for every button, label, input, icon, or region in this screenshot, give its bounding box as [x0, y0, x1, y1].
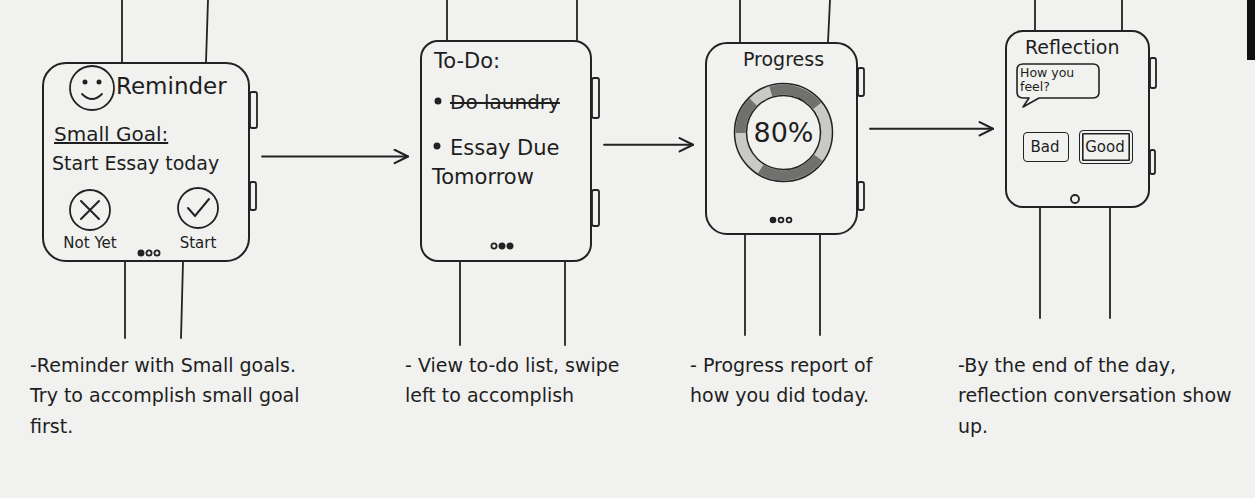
screen-title: To-Do: [434, 48, 500, 74]
goal-text: Start Essay today [52, 152, 250, 176]
todo-item: Essay Due Tomorrow [432, 134, 582, 193]
button-circle-outline [70, 190, 110, 230]
page-dot [146, 250, 151, 255]
speech-bubble: How you feel? [1015, 62, 1101, 108]
smiley-eye [97, 80, 100, 83]
side-button [1150, 150, 1155, 174]
screen-title: Reflection [1025, 36, 1120, 60]
flow-arrow [262, 156, 408, 158]
ring-progress [758, 155, 822, 181]
watch-strap [206, 0, 208, 62]
screen-title: Reminder [116, 72, 227, 101]
watch-strap [1109, 208, 1111, 318]
side-button [592, 190, 599, 226]
scan-edge [1247, 0, 1255, 60]
button-box: Good [1079, 130, 1133, 164]
list-bullet [435, 98, 440, 103]
watch-strap [1039, 208, 1041, 318]
watch-strap [564, 262, 566, 345]
button-label: Good [1080, 138, 1130, 157]
side-button [858, 182, 864, 210]
check-symbol [188, 199, 209, 216]
side-button [1150, 58, 1156, 88]
caption-note: -Reminder with Small goals. Try to accom… [30, 350, 315, 441]
watch-strap [828, 0, 830, 42]
side-button [250, 92, 257, 128]
watch-strap [1121, 0, 1123, 30]
caption-note: - View to-do list, swipe left to accompl… [405, 350, 620, 411]
watch-strap [181, 262, 183, 338]
flow-arrow [604, 144, 693, 146]
caption-note: -By the end of the day, reflection conve… [958, 350, 1243, 441]
button-outline [64, 188, 116, 234]
side-button [250, 182, 256, 210]
list-bullet [434, 143, 439, 148]
watch-strap [739, 0, 741, 42]
page-dot [138, 250, 143, 255]
button-label: Bad [1024, 138, 1066, 157]
watch-strap [124, 262, 126, 338]
goal-heading: Small Goal: [54, 122, 168, 147]
page-dot [507, 243, 512, 248]
page-dot [499, 243, 504, 248]
caption-note: - Progress report of how you did today. [690, 350, 915, 411]
todo-item-done: Do laundry [450, 90, 560, 115]
page-dot [779, 218, 784, 223]
watch-screen: ReminderSmall Goal: Start Essay todayNot … [42, 62, 250, 262]
smiley-eye [83, 80, 86, 83]
progress-ring: 80% [731, 80, 836, 185]
button-outline [172, 186, 224, 232]
bubble-text: How you feel? [1020, 66, 1096, 95]
page-dot [787, 218, 792, 223]
page-dot [154, 250, 159, 255]
button-circle: Not Yet [64, 188, 116, 258]
button-box: Bad [1023, 132, 1069, 162]
smiley-face [70, 66, 114, 110]
watch-strap [819, 235, 821, 335]
flow-arrow [870, 128, 993, 130]
watch-strap [459, 262, 461, 345]
side-button [858, 68, 864, 96]
button-label: Not Yet [54, 234, 126, 253]
side-button [592, 78, 599, 118]
button-label: Start [164, 234, 232, 253]
page-dot [771, 218, 776, 223]
watch-screen: To-Do: Do laundryEssay Due Tomorrow [420, 40, 592, 262]
progress-value: 80% [731, 116, 836, 150]
watch-strap [446, 0, 448, 40]
watch-strap [744, 235, 746, 335]
speech-bubble-outline [1017, 64, 1099, 107]
watch-strap [121, 0, 123, 62]
watch-screen: Progress 80% [705, 42, 858, 235]
watch-strap [576, 0, 578, 40]
button-circle: Start [172, 186, 224, 256]
cross-symbol [81, 201, 99, 219]
home-dot [1071, 195, 1079, 203]
screen-title: Progress [707, 48, 860, 72]
page-dot [491, 243, 496, 248]
smiley-mouth [82, 94, 102, 99]
button-circle-outline [178, 188, 218, 228]
watch-strap [1034, 0, 1036, 30]
watch-screen: ReflectionHow you feel? Bad Good [1005, 30, 1150, 208]
